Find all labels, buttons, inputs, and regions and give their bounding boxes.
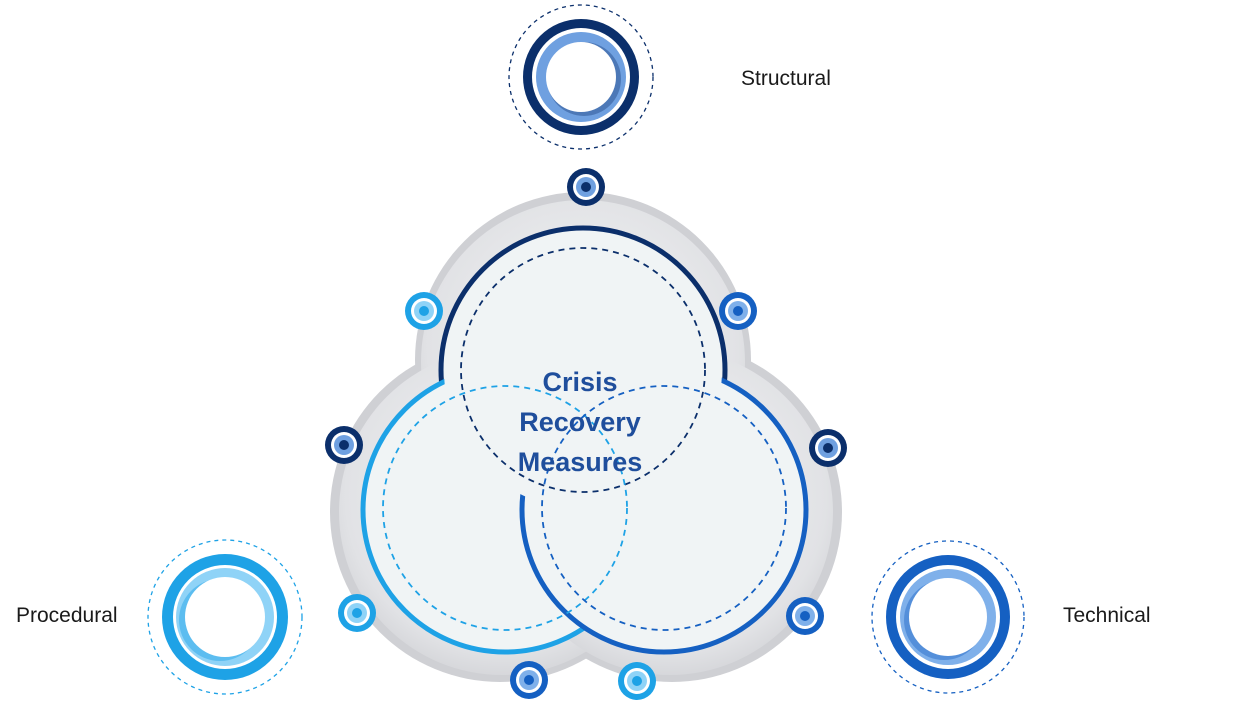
marker-dot-mid-right <box>809 429 847 467</box>
marker-dot-lower-right <box>786 597 824 635</box>
dashed-circle-procedural <box>382 385 628 631</box>
label-technical: Technical <box>1063 604 1151 627</box>
marker-dots <box>325 168 847 700</box>
dashed-circles <box>382 247 787 631</box>
marker-dot-bottom-right <box>618 662 656 700</box>
marker-dot-mid-left <box>325 426 363 464</box>
marker-dot-bottom-left <box>510 661 548 699</box>
node-ring-structural <box>508 4 654 150</box>
venn-circles <box>360 225 809 655</box>
center-title-line2: Recovery <box>519 407 641 437</box>
dashed-circle-structural <box>460 247 706 493</box>
center-title-line3: Measures <box>517 447 643 477</box>
marker-dot-lower-left <box>338 594 376 632</box>
marker-dot-top <box>567 168 605 206</box>
center-title: Crisis Recovery Measures <box>480 362 680 482</box>
node-ring-procedural <box>147 539 303 695</box>
center-title-line1: Crisis <box>542 367 618 397</box>
label-procedural: Procedural <box>16 604 118 627</box>
node-ring-technical <box>871 540 1025 694</box>
marker-dot-upper-left <box>405 292 443 330</box>
marker-dot-upper-right <box>719 292 757 330</box>
dashed-circle-technical <box>541 385 787 631</box>
label-structural: Structural <box>741 67 831 90</box>
